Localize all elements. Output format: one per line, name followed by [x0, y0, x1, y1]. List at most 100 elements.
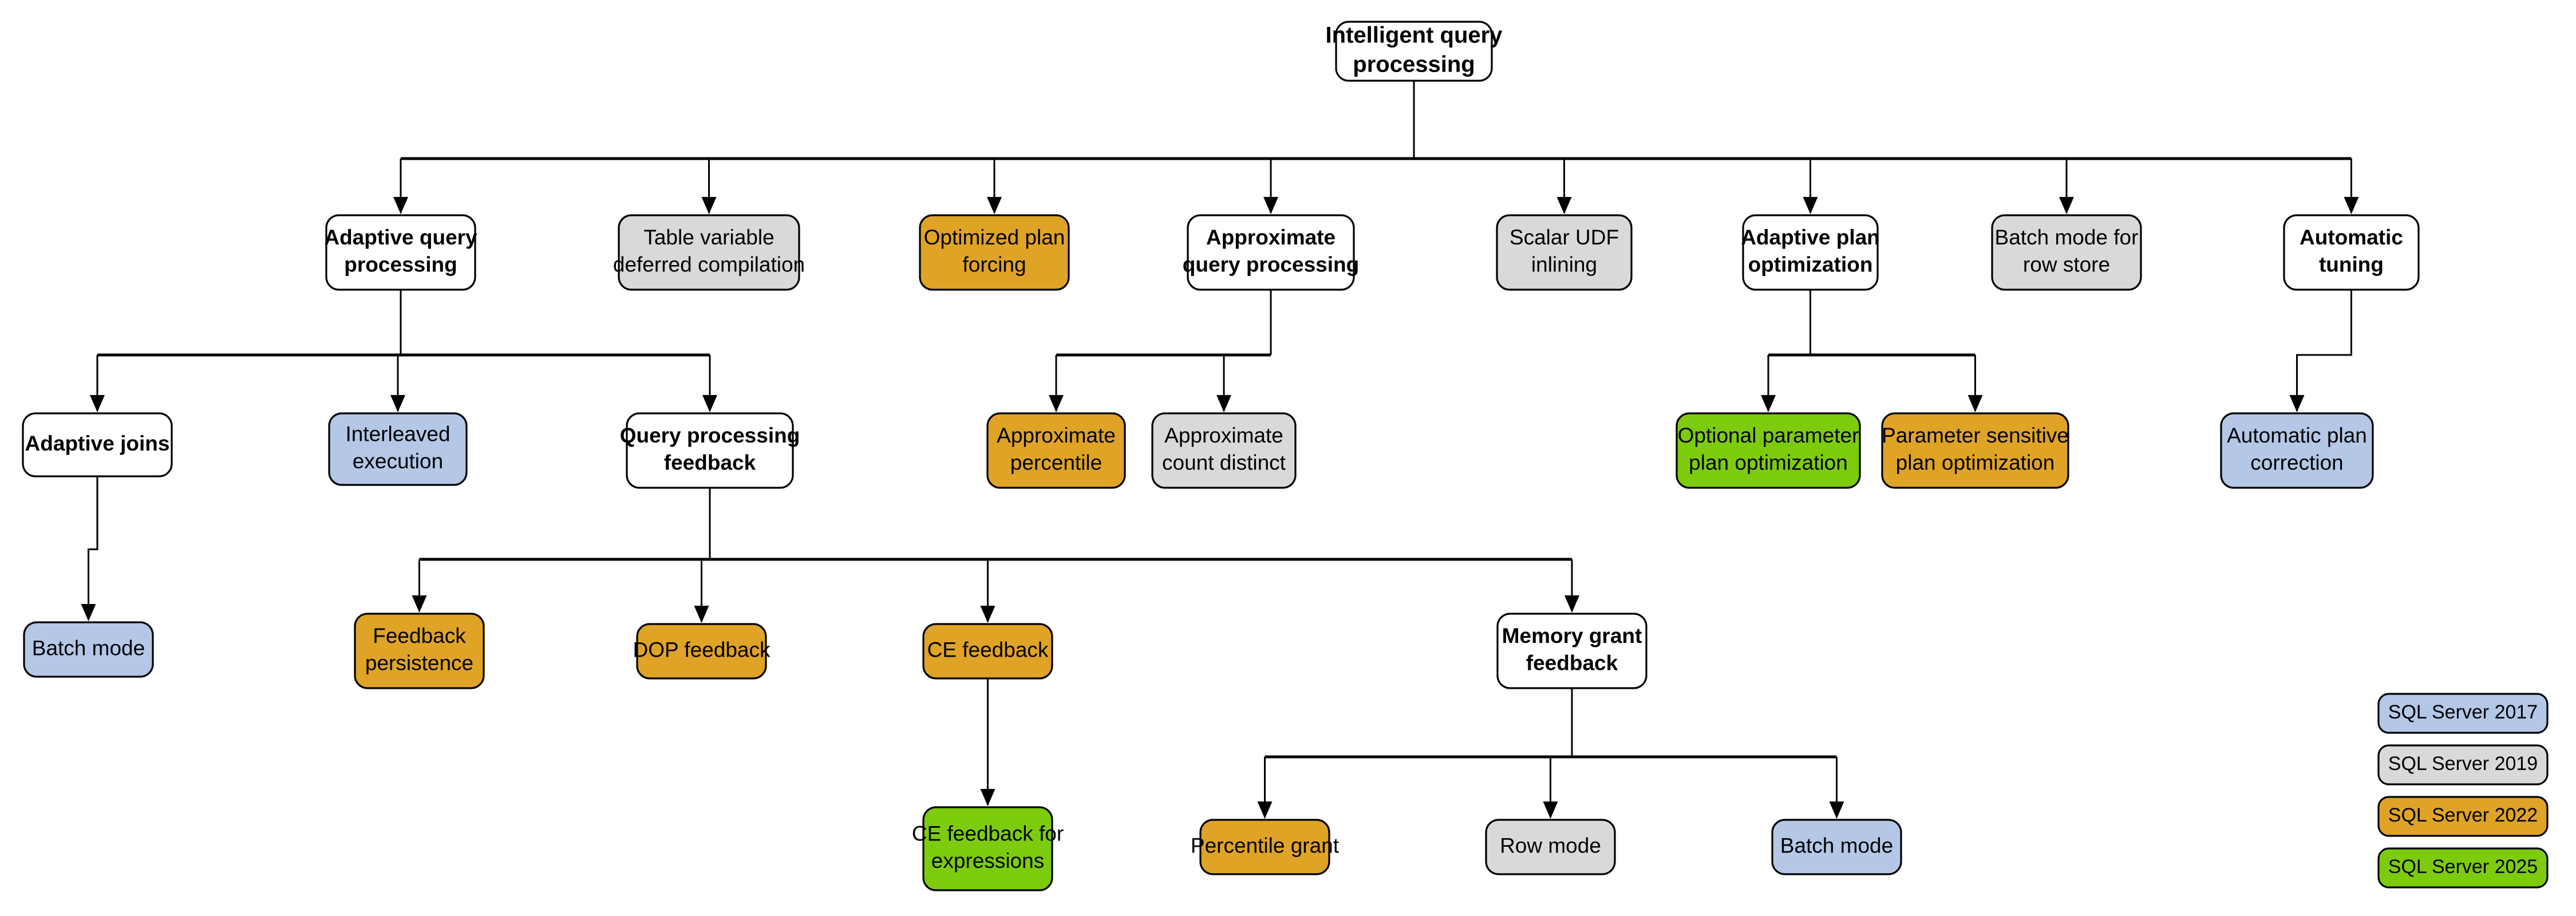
node-box-dopf[interactable] — [636, 623, 767, 680]
node-box-ap[interactable] — [986, 412, 1126, 489]
node-box-opf[interactable] — [919, 214, 1070, 291]
node-pspo[interactable]: Parameter sensitive plan optimization — [1881, 412, 2069, 489]
node-label-ie: Interleaved — [345, 423, 450, 446]
node-label-opf: Optimized plan — [924, 226, 1065, 249]
node-label-apo: Adaptive plan — [1741, 226, 1880, 249]
node-label-bm2: Batch mode — [1780, 834, 1893, 857]
node-box-oppo[interactable] — [1676, 412, 1861, 489]
node-label-at: Automatic — [2300, 226, 2403, 249]
node-ie[interactable]: Interleaved execution — [328, 412, 468, 486]
node-dopf[interactable]: DOP feedback — [633, 623, 771, 680]
node-box-bm2[interactable] — [1771, 819, 1902, 875]
node-label-oppo: Optional parameter — [1678, 424, 1859, 447]
node-box-cefe[interactable] — [922, 806, 1053, 891]
legend-2025: SQL Server 2025 — [2377, 847, 2549, 889]
node-box-bm1[interactable] — [23, 621, 154, 678]
node-cef[interactable]: CE feedback — [922, 623, 1053, 680]
node-label-tvdc: Table variable — [643, 226, 774, 249]
node-label-apq: query processing — [1183, 252, 1359, 276]
node-box-aj[interactable] — [22, 412, 173, 477]
node-label-apc: correction — [2250, 451, 2343, 474]
node-oppo[interactable]: Optional parameter plan optimization — [1676, 412, 1861, 489]
edge-group-aj — [81, 476, 98, 621]
node-label-root: Intelligent query — [1326, 22, 1503, 48]
node-label-ap: Approximate — [997, 424, 1116, 447]
node-cefe[interactable]: CE feedback for expressions — [912, 806, 1064, 891]
node-label-cefe: CE feedback for — [912, 822, 1064, 846]
edge-group-qpf — [412, 488, 1579, 623]
node-bmrs[interactable]: Batch mode for row store — [1991, 214, 2142, 291]
node-opf[interactable]: Optimized plan forcing — [919, 214, 1070, 291]
edges-layer — [81, 81, 2359, 819]
node-rm[interactable]: Row mode — [1485, 819, 1616, 875]
node-box-qpf[interactable] — [626, 412, 794, 489]
node-label-qpf: feedback — [664, 451, 756, 474]
legend-2017: SQL Server 2017 — [2377, 693, 2549, 734]
node-label-bmrs: row store — [2023, 252, 2110, 276]
node-box-apo[interactable] — [1742, 214, 1879, 291]
node-label-cefe: expressions — [931, 849, 1044, 872]
node-label-bm1: Batch mode — [32, 636, 145, 660]
node-label-apo: optimization — [1748, 252, 1873, 276]
node-box-apc[interactable] — [2220, 412, 2374, 489]
node-label-opf: forcing — [962, 252, 1026, 276]
node-box-rm[interactable] — [1485, 819, 1616, 875]
node-box-sudf[interactable] — [1496, 214, 1633, 291]
node-at[interactable]: Automatic tuning — [2283, 214, 2420, 291]
node-label-pg: Percentile grant — [1191, 834, 1340, 857]
node-apo[interactable]: Adaptive plan optimization — [1741, 214, 1880, 291]
node-box-bmrs[interactable] — [1991, 214, 2142, 291]
node-pg[interactable]: Percentile grant — [1191, 819, 1340, 875]
legend-2017-swatch — [2377, 693, 2549, 734]
node-label-rm: Row mode — [1500, 834, 1601, 857]
node-box-pspo[interactable] — [1881, 412, 2069, 489]
node-label-pspo: plan optimization — [1896, 451, 2055, 474]
node-root[interactable]: Intelligent query processing — [1326, 21, 1503, 82]
edge-group-apq — [1049, 290, 1272, 412]
node-bm1[interactable]: Batch mode — [23, 621, 154, 678]
node-label-fp: Feedback — [373, 624, 466, 647]
edge-group-at — [2289, 290, 2352, 412]
node-label-mgf: feedback — [1526, 651, 1618, 674]
node-label-aqp: Adaptive query — [324, 226, 477, 249]
edge-group-root — [393, 81, 2359, 214]
node-label-mgf: Memory grant — [1502, 624, 1642, 647]
node-label-oppo: plan optimization — [1689, 451, 1848, 474]
node-mgf[interactable]: Memory grant feedback — [1496, 613, 1647, 689]
node-box-pg[interactable] — [1199, 819, 1330, 875]
node-label-root: processing — [1353, 52, 1475, 77]
node-label-ie: execution — [353, 449, 443, 473]
node-box-root[interactable] — [1335, 21, 1493, 82]
node-box-fp[interactable] — [354, 613, 485, 689]
node-box-mgf[interactable] — [1496, 613, 1647, 689]
edge-group-aqp — [90, 290, 717, 412]
node-box-acd[interactable] — [1151, 412, 1297, 489]
node-box-at[interactable] — [2283, 214, 2420, 291]
node-label-fp: persistence — [365, 651, 473, 674]
node-box-tvdc[interactable] — [618, 214, 800, 291]
node-label-at: tuning — [2319, 252, 2384, 276]
node-label-bmrs: Batch mode for — [1995, 226, 2139, 249]
node-label-pspo: Parameter sensitive — [1882, 424, 2069, 447]
node-aj[interactable]: Adaptive joins — [22, 412, 173, 477]
node-box-ie[interactable] — [328, 412, 468, 486]
node-box-aqp[interactable] — [325, 214, 476, 291]
node-label-aj: Adaptive joins — [25, 432, 170, 455]
edge-group-cef — [980, 678, 995, 806]
node-box-apq[interactable] — [1187, 214, 1355, 291]
node-fp[interactable]: Feedback persistence — [354, 613, 485, 689]
node-label-sudf: Scalar UDF — [1510, 226, 1619, 249]
node-bm2[interactable]: Batch mode — [1771, 819, 1902, 875]
edge-group-apo — [1761, 290, 1983, 412]
node-box-cef[interactable] — [922, 623, 1053, 680]
node-label-acd: Approximate — [1164, 424, 1283, 447]
